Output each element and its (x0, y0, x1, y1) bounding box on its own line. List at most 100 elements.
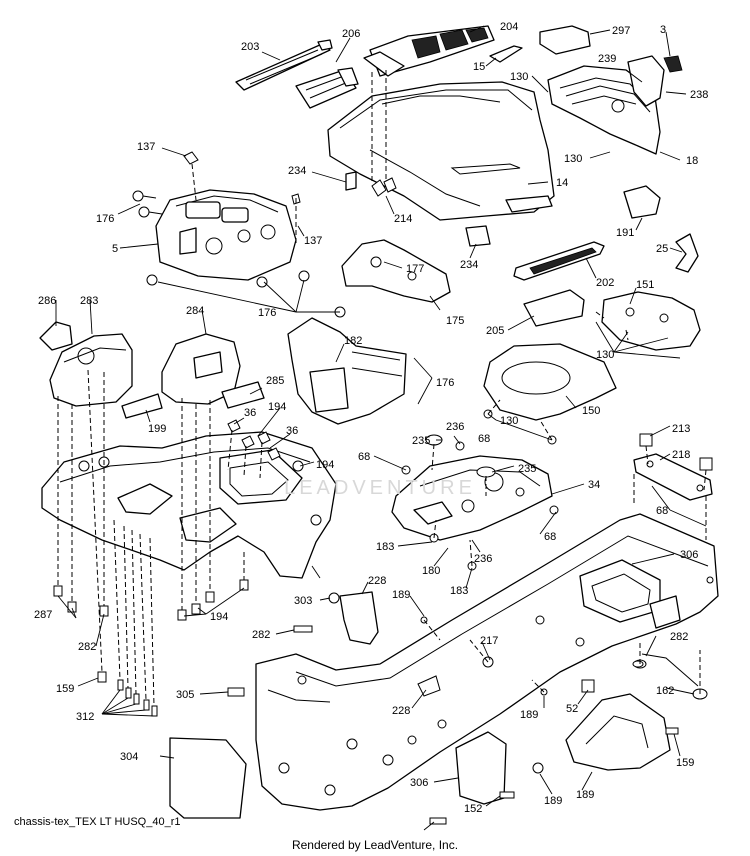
part-screw-68c (549, 505, 559, 515)
callout-205: 205 (486, 325, 504, 337)
callout-312: 304 (120, 751, 138, 763)
part-front-nose (547, 55, 683, 155)
callout-239: 239 (598, 53, 616, 65)
callout-283: 283 (80, 295, 98, 307)
callout-176-c: 176 (436, 377, 454, 389)
callout-175: 175 (446, 315, 464, 327)
callout-297: 297 (612, 25, 630, 37)
part-hood-grille (363, 25, 495, 77)
callout-234-b: 234 (460, 259, 478, 271)
watermark: LEADVENTURE (284, 477, 476, 499)
part-mount-plate (391, 455, 553, 541)
callout-282-b: 194 (210, 611, 228, 623)
callout-177: 177 (406, 263, 424, 275)
callout-234-a: 234 (288, 165, 306, 177)
callout-306-a: 303 (294, 595, 312, 607)
callout-206: 206 (342, 28, 360, 40)
part-bolt-189b (499, 791, 515, 799)
part-bracket-151 (601, 291, 701, 351)
callout-228-a: 189 (392, 589, 410, 601)
callout-36-b: 36 (286, 425, 298, 437)
callout-191: 191 (616, 227, 634, 239)
part-panel-285 (221, 381, 265, 409)
callout-68-c: 68 (656, 505, 668, 517)
part-panel-312 (169, 737, 247, 819)
callout-36-a: 36 (244, 407, 256, 419)
callout-150: 150 (582, 405, 600, 417)
diagram-code: chassis-tex_TEX LT HUSQ_40_r1 (14, 816, 181, 828)
part-fasteners-36 (227, 419, 304, 472)
callout-282-a: 287 (34, 609, 52, 621)
callout-194-c: 217 (480, 635, 498, 647)
callout-152: 189 (576, 789, 594, 801)
assembly-lines (57, 70, 707, 707)
callout-285: 285 (266, 375, 284, 387)
callout-151: 151 (636, 279, 654, 291)
callout-304: 306 (410, 777, 428, 789)
callout-236-b: 236 (474, 553, 492, 565)
callout-68-d: 68 (544, 531, 556, 543)
part-bracket-218 (633, 433, 713, 501)
part-dash-panel (155, 189, 297, 281)
part-pins-176 (132, 190, 346, 318)
part-bolt-189c (665, 727, 679, 735)
callout-68-b: 68 (358, 451, 370, 463)
callout-159-a: 305 (176, 689, 194, 701)
callout-235-a: 235 (412, 435, 430, 447)
part-screw-68a (455, 441, 465, 451)
part-pod-left (49, 333, 133, 407)
part-bolt-305 (417, 675, 441, 697)
part-knob-286 (39, 321, 73, 351)
callout-228-b: 189 (520, 709, 538, 721)
callout-183-b: 183 (450, 585, 468, 597)
part-pad-lower (465, 225, 491, 247)
callout-130-a: 130 (510, 71, 528, 83)
part-nut-306b (532, 762, 544, 774)
callout-236-a: 236 (446, 421, 464, 433)
part-cap (539, 25, 591, 55)
callout-130-c: 130 (596, 349, 614, 361)
part-clip-25 (675, 233, 699, 273)
callout-25: 25 (656, 243, 668, 255)
callout-52: 162 (656, 685, 674, 697)
part-fender (41, 431, 337, 579)
callout-176-a: 176 (96, 213, 114, 225)
part-pod-right (161, 333, 241, 405)
callout-labels: 203 206 204 297 3 15 130 239 238 130 18 … (34, 21, 708, 815)
part-shield-152 (565, 693, 671, 771)
part-headlight-lens (295, 67, 359, 109)
callout-218: 218 (672, 449, 690, 461)
callout-199: 199 (148, 423, 166, 435)
callout-68-a: 68 (478, 433, 490, 445)
callout-130-b: 130 (564, 153, 582, 165)
callout-183-a: 183 (376, 541, 394, 553)
part-grille-strip (235, 39, 333, 91)
part-trim-strip (489, 45, 523, 63)
callout-214: 214 (394, 213, 412, 225)
callout-3: 3 (660, 24, 666, 36)
callout-217: 282 (670, 631, 688, 643)
callout-176-b: 176 (258, 307, 276, 319)
callout-189-a: 282 (252, 629, 270, 641)
callout-180: 306 (680, 549, 698, 561)
part-bolt-189d (581, 679, 595, 693)
part-bracket-191 (623, 185, 661, 219)
leader-lines (55, 25, 707, 831)
part-shield-150 (483, 343, 617, 421)
part-bolt-159a (227, 687, 245, 697)
callout-287: 282 (78, 641, 96, 653)
callout-303: 228 (368, 575, 386, 587)
part-bracket-304 (455, 731, 507, 805)
callout-34: 34 (588, 479, 600, 491)
callout-182: 182 (344, 335, 362, 347)
part-bracket-303 (339, 591, 379, 645)
callout-286: 286 (38, 295, 56, 307)
callout-189-c: 152 (464, 803, 482, 815)
part-washer-52 (632, 660, 644, 668)
callout-204: 204 (500, 21, 518, 33)
callout-189-d: 159 (676, 757, 694, 769)
callout-194-a: 194 (268, 401, 286, 413)
part-screws-162 (117, 679, 158, 717)
